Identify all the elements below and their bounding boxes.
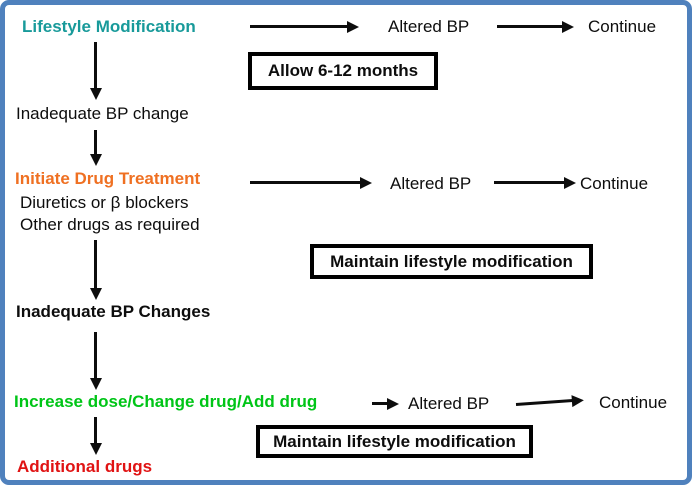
callout-maintain-lifestyle-2: Maintain lifestyle modification xyxy=(256,425,533,458)
node-increase-dose-change-drug: Increase dose/Change drug/Add drug xyxy=(14,392,318,411)
node-continue-row1: Continue xyxy=(588,17,657,36)
node-lifestyle-modification: Lifestyle Modification xyxy=(22,17,196,36)
node-diuretics-beta-blockers: Diuretics or β blockers xyxy=(20,193,189,212)
callout-maintain-lifestyle-2-label: Maintain lifestyle modification xyxy=(273,431,516,451)
arrow-inadequate-change-to-drug-treatment xyxy=(89,130,102,166)
node-inadequate-bp-changes: Inadequate BP Changes xyxy=(16,302,211,321)
node-altered-bp-row3: Altered BP xyxy=(408,394,490,413)
node-other-drugs-required: Other drugs as required xyxy=(20,215,200,234)
arrow-inadequate-changes-to-increase-dose xyxy=(89,332,102,390)
arrow-altered-bp-to-continue-row3 xyxy=(515,399,573,406)
arrow-increase-dose-to-additional-drugs xyxy=(89,417,102,455)
arrow-altered-bp-to-continue-row2 xyxy=(494,176,576,189)
node-continue-row2: Continue xyxy=(580,174,649,193)
node-inadequate-bp-change: Inadequate BP change xyxy=(16,104,189,123)
node-additional-drugs: Additional drugs xyxy=(17,457,153,476)
node-initiate-drug-treatment: Initiate Drug Treatment xyxy=(15,169,201,188)
callout-allow-6-12-months-label: Allow 6-12 months xyxy=(267,61,419,80)
arrow-lifestyle-to-inadequate-change xyxy=(89,42,102,100)
arrow-increase-dose-to-altered-bp xyxy=(372,397,399,410)
node-altered-bp-row1: Altered BP xyxy=(388,17,470,36)
callout-maintain-lifestyle-1-label: Maintain lifestyle modification xyxy=(330,251,573,271)
node-continue-row3: Continue xyxy=(599,393,668,412)
arrow-lifestyle-to-altered-bp xyxy=(250,20,359,33)
callout-maintain-lifestyle-1: Maintain lifestyle modification xyxy=(310,244,593,279)
arrow-altered-bp-to-continue-row1 xyxy=(497,20,574,33)
arrow-drug-treatment-to-inadequate-changes xyxy=(89,240,102,300)
callout-allow-6-12-months: Allow 6-12 months xyxy=(248,52,438,90)
arrow-drug-treatment-to-altered-bp xyxy=(250,176,372,189)
node-altered-bp-row2: Altered BP xyxy=(390,174,472,193)
